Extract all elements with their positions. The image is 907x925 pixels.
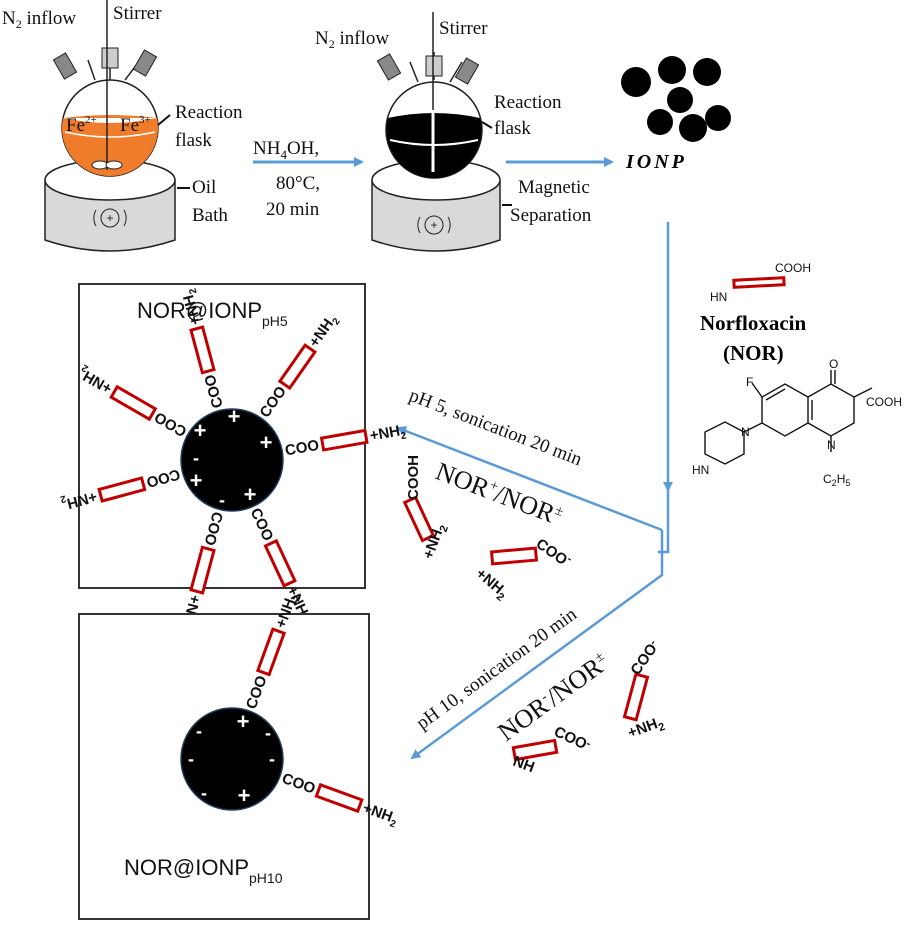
ligand-chain xyxy=(263,538,297,588)
flow-lines xyxy=(396,222,673,760)
nanoparticle xyxy=(647,109,673,135)
ligand-chain xyxy=(109,384,158,422)
time-label: 20 min xyxy=(266,199,320,220)
arrow-ph10 xyxy=(410,530,664,760)
negative-charge: - xyxy=(188,749,194,769)
panel-border xyxy=(78,283,366,589)
reagent-label: NH4OH, xyxy=(253,138,319,162)
negative-charge: - xyxy=(201,783,207,803)
nanoparticle xyxy=(679,114,707,142)
svg-text:NH: NH xyxy=(511,753,537,776)
ligand-chain xyxy=(255,627,287,677)
nor-abbreviation: (NOR) xyxy=(723,341,784,365)
svg-text:COOH: COOH xyxy=(405,455,422,500)
nor-zwitterion-molecule: COO- +NH2 xyxy=(471,534,575,604)
svg-text:COOH: COOH xyxy=(866,395,902,409)
negative-charge: - xyxy=(193,448,199,468)
ph10-condition-label: pH 10, sonication 20 min xyxy=(413,604,582,735)
svg-text:+: + xyxy=(106,211,113,225)
svg-text:N: N xyxy=(827,438,836,452)
ligand-chain xyxy=(277,343,318,391)
fe3-label: Fe3+ xyxy=(120,114,151,136)
panel-title-ph5: NOR@IONPpH5 xyxy=(137,298,288,329)
nanoparticle xyxy=(658,56,686,84)
arrow-ph5 xyxy=(396,426,663,532)
svg-text:COO-: COO- xyxy=(533,534,575,571)
oil-bath-2: + xyxy=(371,159,501,252)
negative-charge: - xyxy=(265,723,271,743)
positive-charge: + xyxy=(238,783,251,808)
nor-schematic: COOH HN xyxy=(710,261,811,304)
svg-text:F: F xyxy=(746,375,753,389)
flask-2 xyxy=(376,12,483,179)
svg-text:N: N xyxy=(741,425,750,439)
panel-title-ph10: NOR@IONPpH10 xyxy=(124,855,283,886)
svg-text:O: O xyxy=(829,357,838,371)
nor-ionp-ph5-panel: NOR@IONPpH5 +++-+-+ COO+NH2COO+NH2COO+NH… xyxy=(58,283,408,630)
nanoparticle xyxy=(705,105,731,131)
nanoparticle xyxy=(667,87,693,113)
norfloxacin-structure xyxy=(704,370,873,465)
ligand-chain xyxy=(189,325,216,375)
negative-charge: - xyxy=(219,490,225,510)
surface-charges: -+----+ xyxy=(188,709,275,808)
ligand-chain xyxy=(189,545,216,595)
ligand-chain xyxy=(319,428,369,452)
nor-ligand: COO+NH2 xyxy=(180,286,227,409)
positive-charge: + xyxy=(190,468,203,493)
n2-inflow-label: N2 inflow xyxy=(2,8,76,31)
fe2-label: Fe2+ xyxy=(66,114,97,136)
ph5-condition-label: pH 5, sonication 20 min xyxy=(406,385,585,470)
positive-charge: + xyxy=(244,482,257,507)
svg-text:HN: HN xyxy=(692,463,709,477)
stirrer-label: Stirrer xyxy=(113,3,162,24)
amine-label: +NH2 xyxy=(368,421,407,447)
ligand-chain xyxy=(97,476,147,503)
svg-text:+: + xyxy=(430,218,437,232)
ionp-cluster: IONP xyxy=(621,56,731,173)
nor-cation-molecule: COOH +NH2 xyxy=(402,455,451,561)
carboxylate-label: COO xyxy=(284,437,321,460)
negative-charge: - xyxy=(269,749,275,769)
positive-charge: + xyxy=(228,404,241,429)
negative-charge: - xyxy=(196,721,202,741)
svg-text:COOH: COOH xyxy=(775,261,811,275)
nanoparticle xyxy=(621,67,651,97)
positive-charge: + xyxy=(237,709,250,734)
positive-charge: + xyxy=(194,418,207,443)
svg-text:COO-: COO- xyxy=(627,637,663,678)
ethyl-group: C2H5 xyxy=(823,472,850,488)
orange-solution xyxy=(61,118,159,177)
branch-ph5: pH 5, sonication 20 min NOR+/NOR± COOH +… xyxy=(402,385,585,604)
arrow-1: NH4OH, 80°C, 20 min xyxy=(253,138,364,220)
ionp-label: IONP xyxy=(625,151,687,173)
nor-ligand: COO +NH2 xyxy=(284,421,408,460)
branch-ph10: pH 10, sonication 20 min NOR-/NOR± COO- … xyxy=(413,604,667,777)
nanoparticle xyxy=(693,58,721,86)
nor-zwitterion-molecule-2: COO- +NH2 xyxy=(622,637,667,742)
n2-inflow-label-2: N2 inflow xyxy=(315,28,389,51)
surface-charges: +++-+-+ xyxy=(190,404,273,510)
positive-charge: + xyxy=(260,430,273,455)
pointer-arrow-icon xyxy=(157,114,171,126)
norfloxacin-info: COOH HN Norfloxacin (NOR) F O COOH N N H… xyxy=(692,261,902,488)
stirrer-label-2: Stirrer xyxy=(439,18,488,39)
norfloxacin-name: Norfloxacin xyxy=(700,311,806,335)
svg-text:+NH2: +NH2 xyxy=(471,565,512,604)
temperature-label: 80°C, xyxy=(276,173,320,194)
flask-1 xyxy=(52,0,159,177)
svg-text:HN: HN xyxy=(710,290,727,304)
iron-oxide-nanoparticle xyxy=(180,707,284,811)
ligand-chain xyxy=(314,782,364,814)
iron-oxide-nanoparticle xyxy=(180,408,284,512)
